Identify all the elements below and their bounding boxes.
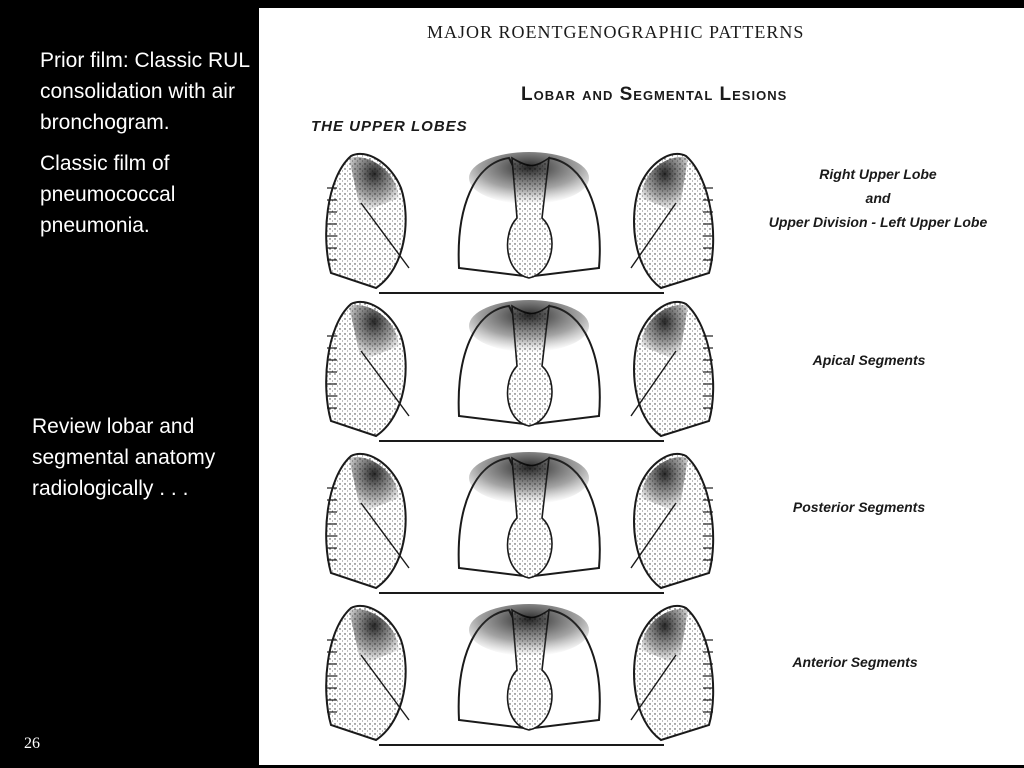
section-heading: THE UPPER LOBES [311, 118, 468, 135]
frontal-opacity-rul [469, 152, 589, 204]
note-classic-film: Classic film of pneumococcal pneumonia. [40, 148, 255, 241]
row-label-right-upper-lobe: Right Upper Lobe and Upper Division - Le… [743, 162, 1013, 234]
figure-subtitle: Lobar and Segmental Lesions [521, 84, 787, 106]
frontal-opacity-anterior [469, 604, 589, 656]
notes-bottom: Review lobar and segmental anatomy radio… [32, 411, 254, 514]
frontal-opacity-apical [469, 300, 589, 352]
diagram-figure: MAJOR ROENTGENOGRAPHIC PATTERNS Lobar an… [259, 8, 1024, 765]
figure-title: MAJOR ROENTGENOGRAPHIC PATTERNS [427, 22, 804, 43]
frontal-opacity-posterior [469, 452, 589, 504]
row-label-apical-segments: Apical Segments [759, 348, 979, 372]
row-label-anterior-segments: Anterior Segments [745, 650, 965, 674]
note-prior-film: Prior film: Classic RUL consolidation wi… [40, 45, 255, 138]
row-label-posterior-segments: Posterior Segments [749, 495, 969, 519]
note-review: Review lobar and segmental anatomy radio… [32, 411, 254, 504]
slide-number: 26 [24, 735, 40, 753]
notes-top: Prior film: Classic RUL consolidation wi… [40, 45, 255, 251]
